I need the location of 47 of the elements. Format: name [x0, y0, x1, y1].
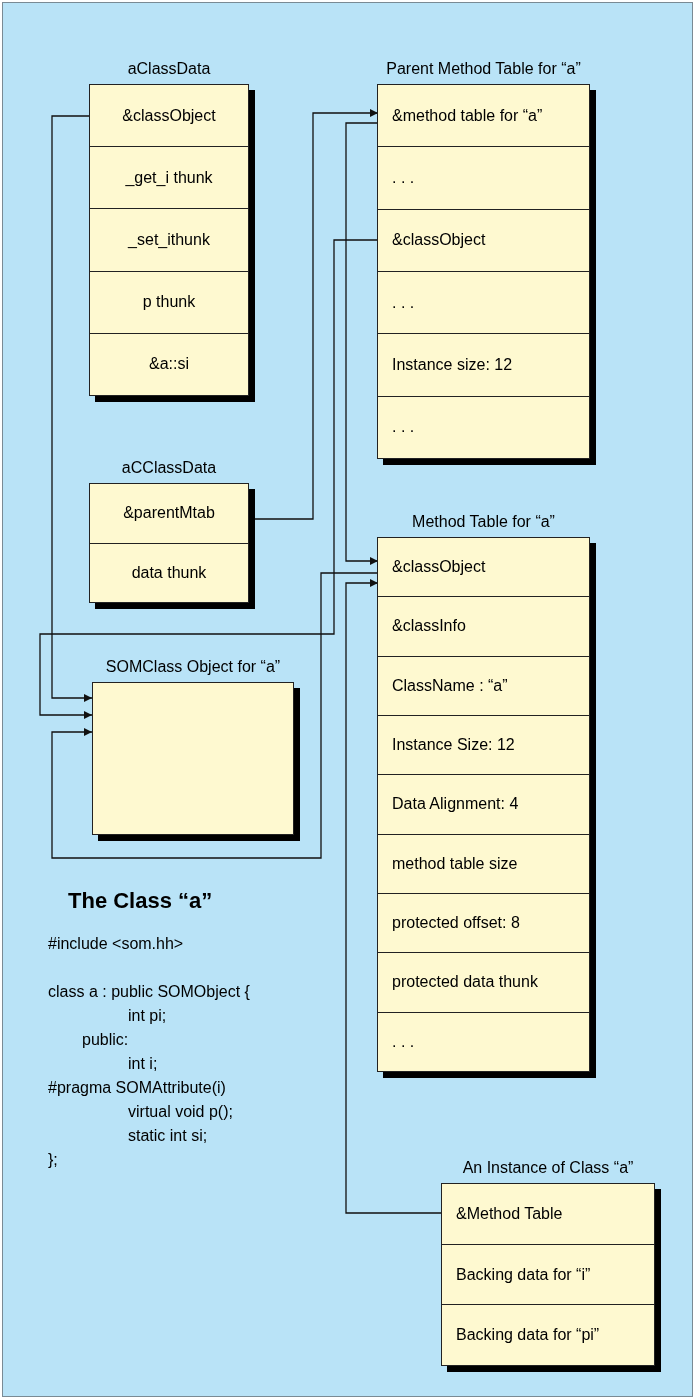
table-heading: aCClassData: [121, 459, 217, 477]
row-label: protected offset: 8: [392, 914, 520, 933]
row-label: &method table for “a”: [392, 106, 543, 125]
code-line: int pi;: [128, 1007, 167, 1025]
pointer-arrow: [51, 572, 379, 859]
pointer-arrow: [39, 239, 379, 719]
row-label: &Method Table: [456, 1204, 563, 1223]
table-heading: Parent Method Table for “a”: [386, 60, 581, 78]
row-label: . . .: [392, 169, 415, 187]
code-line: int i;: [128, 1055, 158, 1073]
code-line: };: [48, 1151, 58, 1169]
table-heading: An Instance of Class “a”: [462, 1159, 634, 1177]
pointer-arrow: [51, 115, 93, 702]
row-label: Backing data for “i”: [456, 1265, 591, 1284]
pointer-arrow: [345, 579, 443, 1214]
row-label: method table size: [392, 854, 518, 873]
row-label: Instance size: 12: [392, 355, 513, 374]
table-heading: Method Table for “a”: [412, 513, 555, 531]
row-label: . . .: [392, 418, 415, 437]
row-label: . . .: [392, 293, 415, 312]
code-line: public:: [82, 1031, 129, 1049]
row-label: Instance Size: 12: [392, 736, 515, 755]
code-line: #pragma SOMAttribute(i): [48, 1079, 226, 1097]
row-label: ClassName : “a”: [392, 676, 508, 695]
row-label: &classObject: [122, 106, 216, 125]
code-line: virtual void p();: [128, 1103, 233, 1121]
row-label: Data Alignment: 4: [392, 795, 519, 814]
row-label: protected data thunk: [392, 973, 538, 992]
row-label: &classObject: [392, 231, 486, 250]
row-label: _get_i thunk: [125, 168, 213, 187]
code-line: #include <som.hh>: [48, 935, 184, 953]
row-label: &classObject: [392, 558, 486, 577]
row-label: . . .: [392, 1032, 415, 1051]
section-heading: The Class “a”: [68, 888, 213, 914]
table-heading: aClassData: [127, 60, 211, 78]
row-label: _set_ithunk: [128, 231, 210, 249]
pointer-arrow: [253, 109, 379, 520]
row-label: data thunk: [131, 563, 207, 582]
code-line: class a : public SOMObject {: [48, 983, 250, 1001]
row-label: p thunk: [142, 293, 196, 312]
code-line: static int si;: [128, 1127, 208, 1145]
pointer-arrow: [345, 122, 379, 565]
row-label: &a::si: [149, 355, 189, 374]
row-label: &classInfo: [392, 617, 466, 636]
table-heading: SOMClass Object for “a”: [105, 658, 281, 676]
row-label: Backing data for “pi”: [456, 1326, 600, 1345]
row-label: &parentMtab: [123, 504, 215, 523]
